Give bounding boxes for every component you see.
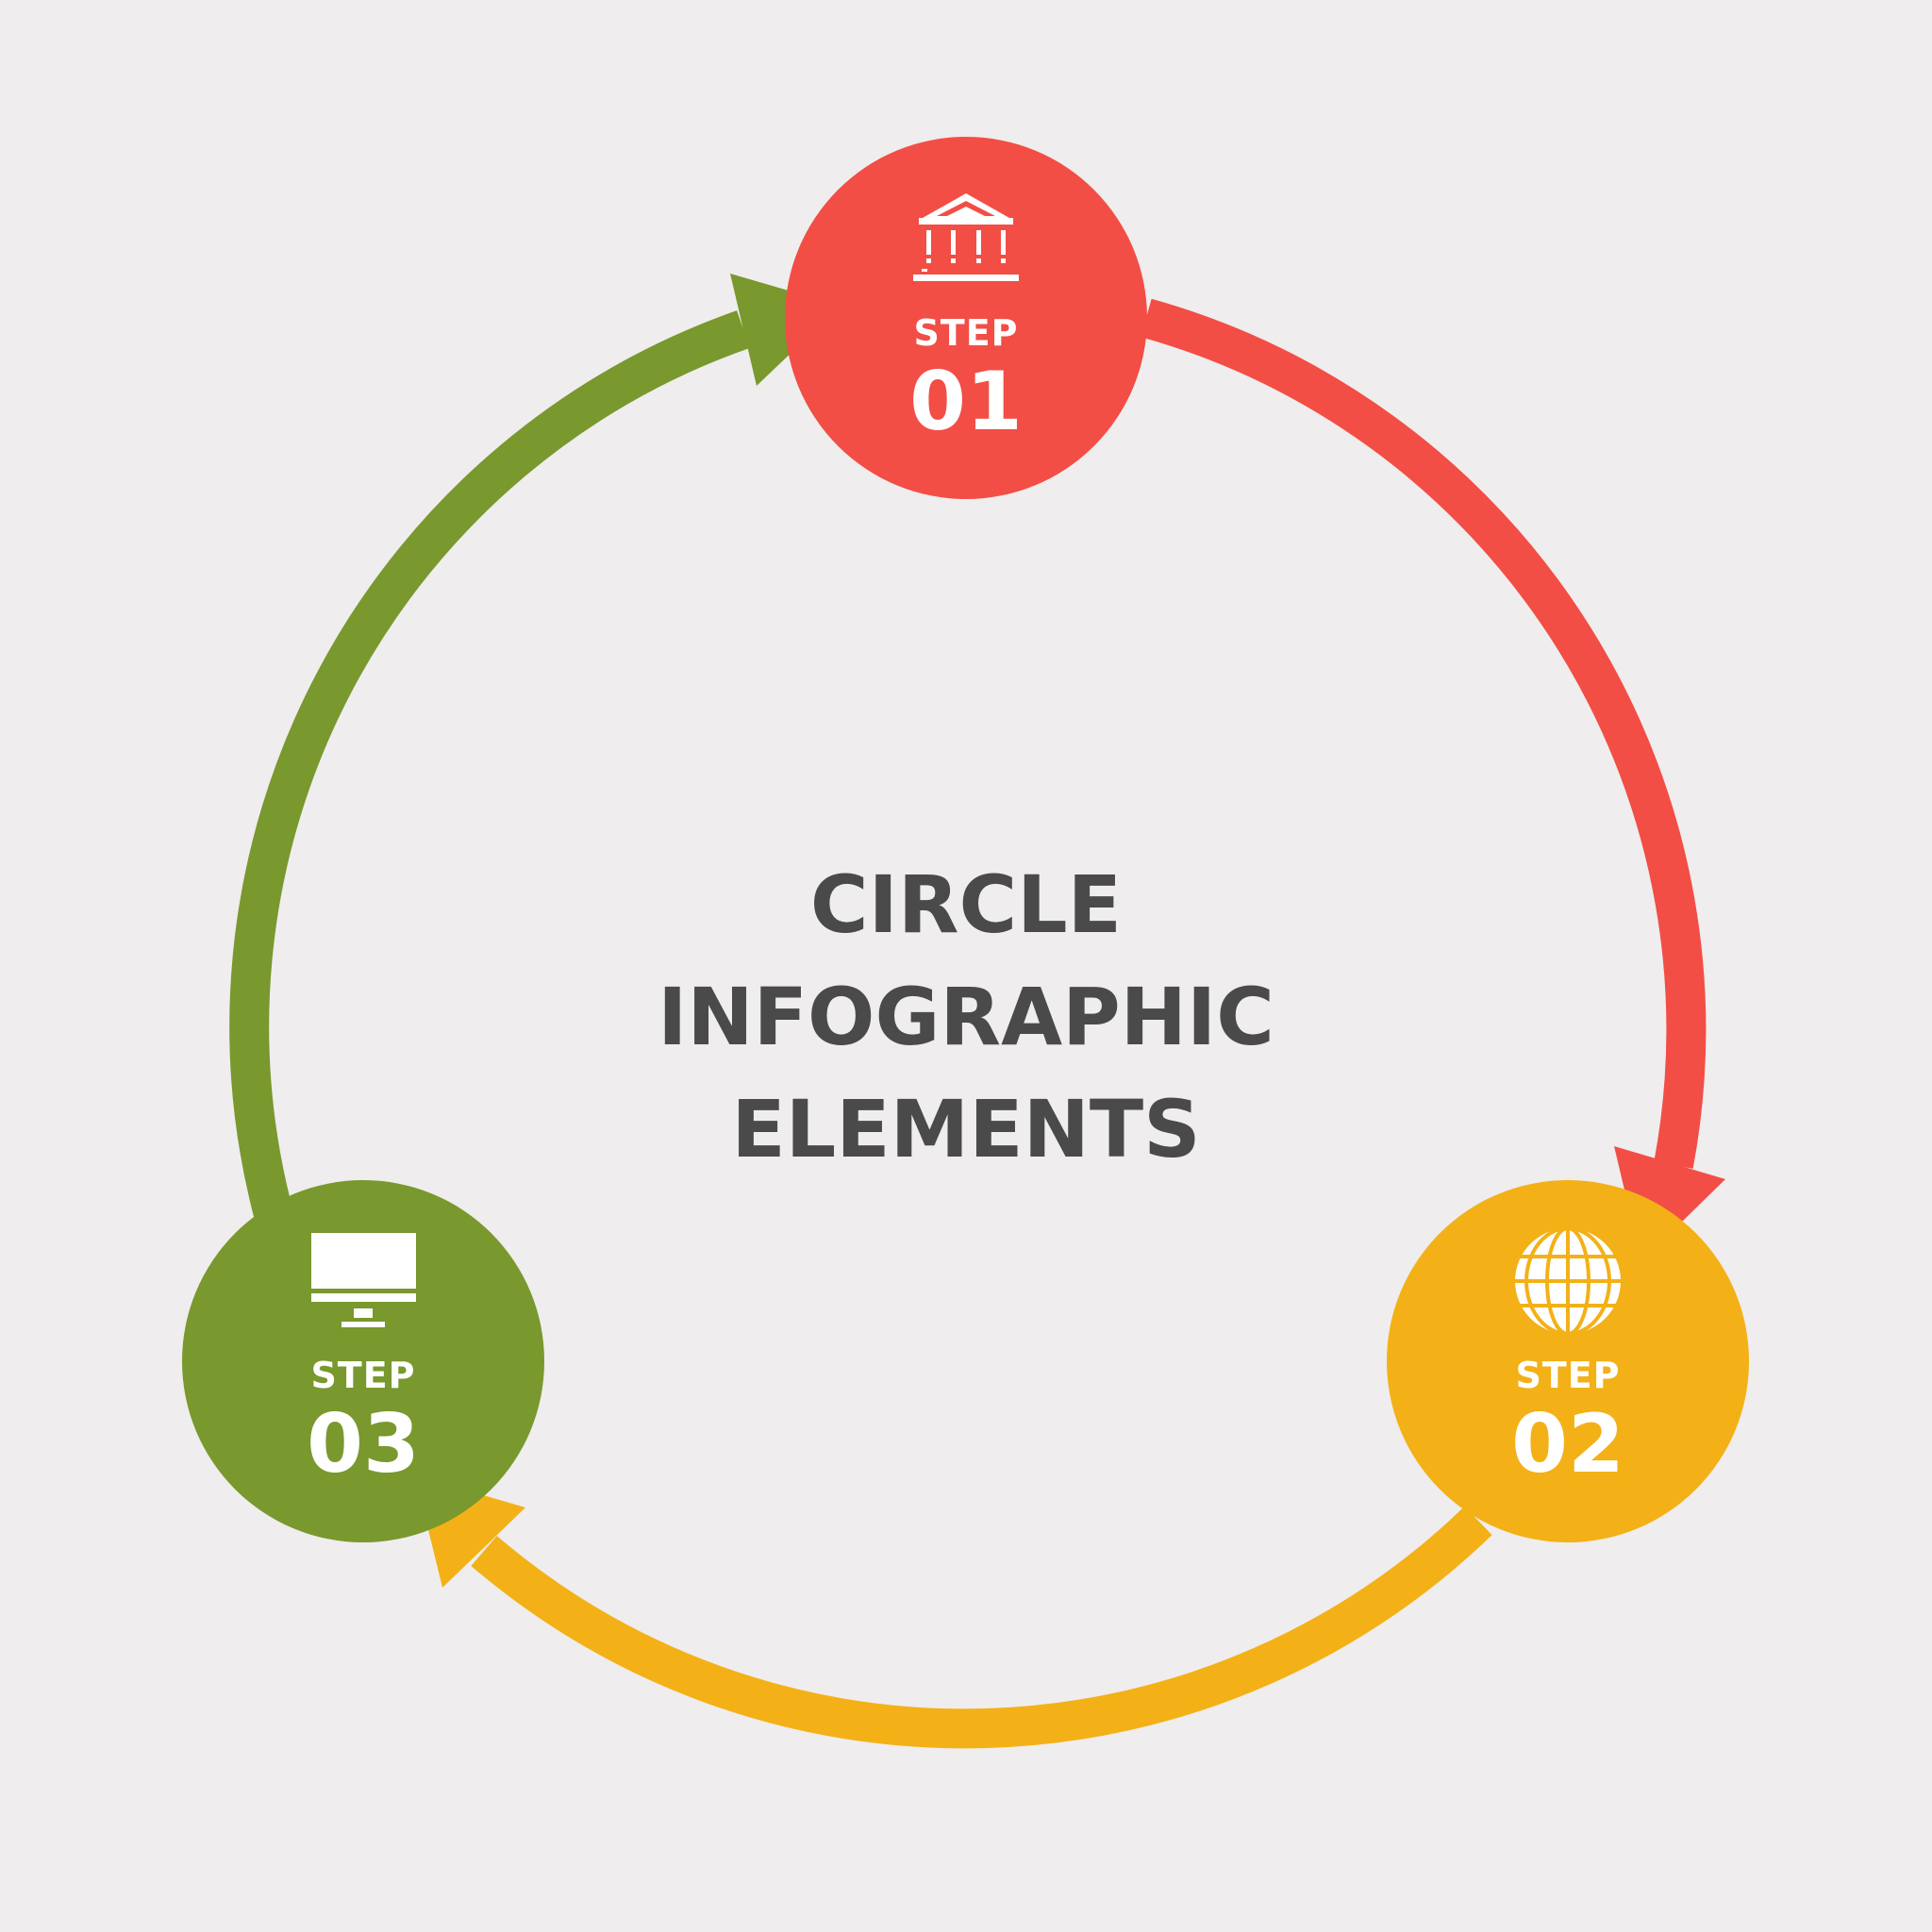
arrow-shaft-yellow (471, 1506, 1492, 1749)
center-title: CIRCLE INFOGRAPHIC ELEMENTS (658, 858, 1274, 1175)
title-line-3: ELEMENTS (731, 1083, 1200, 1175)
step-03-circle (182, 1180, 544, 1542)
step-03-number: 03 (307, 1397, 420, 1491)
step-03-label: STEP (310, 1355, 415, 1396)
arrow-step01-to-step02 (1141, 298, 1725, 1261)
step-03-node: STEP 03 (182, 1180, 544, 1542)
step-01-label: STEP (913, 312, 1018, 354)
title-line-2: INFOGRAPHIC (658, 971, 1274, 1063)
step-02-node: STEP 02 (1387, 1180, 1749, 1542)
step-01-number: 01 (909, 355, 1023, 449)
globe-icon (1515, 1226, 1621, 1336)
step-02-circle (1387, 1180, 1749, 1542)
title-line-1: CIRCLE (810, 858, 1122, 951)
arrow-step02-to-step03 (415, 1475, 1492, 1749)
bank-icon (913, 193, 1019, 281)
monitor-icon (311, 1233, 416, 1327)
step-01-node: STEP 01 (785, 137, 1147, 499)
step-02-label: STEP (1515, 1355, 1620, 1396)
step-01-circle (785, 137, 1147, 499)
arrow-step03-to-step01 (229, 274, 841, 1220)
step-02-number: 02 (1511, 1397, 1624, 1491)
arrow-shaft-red (1141, 298, 1707, 1169)
arrow-shaft-green (229, 310, 750, 1220)
